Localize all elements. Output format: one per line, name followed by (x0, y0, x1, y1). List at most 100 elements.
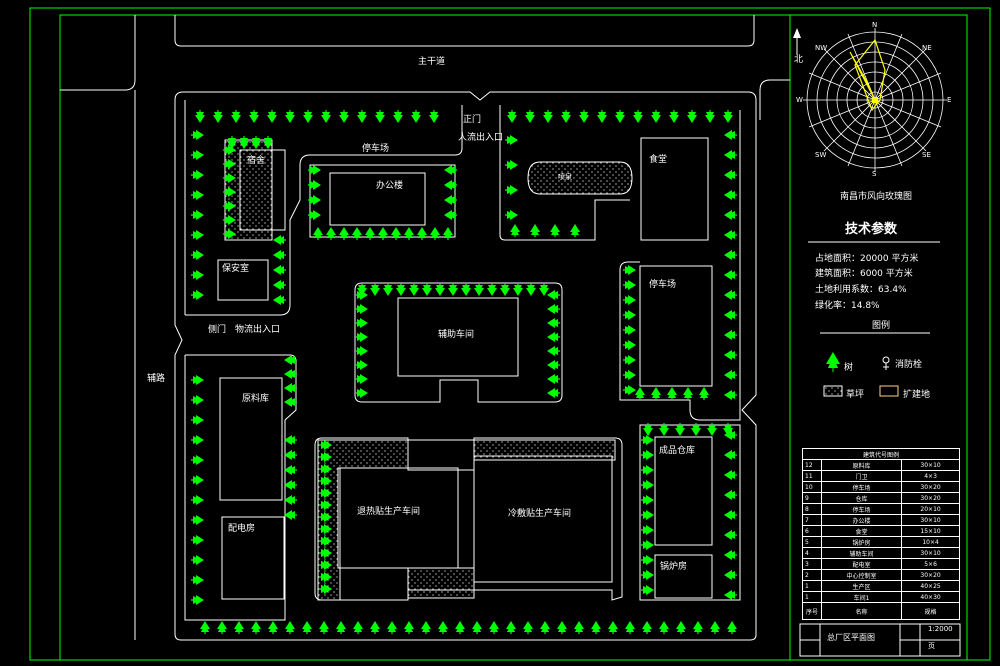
tree-icon (724, 230, 737, 240)
tree-icon (191, 290, 204, 300)
tree-icon (570, 224, 580, 237)
tree-icon (404, 227, 414, 240)
tree-icon (191, 595, 204, 605)
tree-icon (561, 110, 571, 123)
tree-icon (249, 110, 259, 123)
tree-icon (455, 621, 465, 634)
tree-icon (191, 495, 204, 505)
tree-icon (396, 283, 406, 296)
tree-icon (641, 570, 654, 580)
tree-icon (319, 560, 332, 570)
tree-icon (217, 621, 227, 634)
tree-icon (191, 515, 204, 525)
tree-icon (429, 110, 439, 123)
tree-icon (724, 330, 737, 340)
lawn-bottom (407, 567, 475, 599)
label-side-road: 辅路 (147, 374, 166, 384)
tree-icon (641, 480, 654, 490)
tree-icon (319, 524, 332, 534)
wind-rose-caption: 南昌市风向玫瑰图 (840, 192, 913, 202)
tree-icon (223, 187, 236, 197)
tree-icon (448, 283, 458, 296)
schedule-cell-spec: 30×20 (901, 481, 960, 493)
inner-road-top-right (499, 105, 630, 241)
schedule-cell-spec: 30×10 (901, 547, 960, 559)
schedule-cell-spec: 40×30 (901, 591, 960, 603)
tree-icon (267, 110, 277, 123)
tree-icon (724, 390, 737, 400)
label-fountain: 喷泉 (558, 173, 572, 181)
tree-icon (383, 283, 393, 296)
schedule-cell-spec: 15×10 (901, 525, 960, 537)
tech-line-1: 占地面积：20000 平方米 (815, 254, 919, 264)
tree-icon (510, 224, 520, 237)
compass-dir-nw: NW (815, 44, 828, 52)
schedule-cell-no: 2 (802, 569, 822, 581)
label-workshop-left: 退热贴生产车间 (357, 507, 421, 517)
legend-tree-label: 树 (844, 363, 854, 373)
tree-icon (557, 621, 567, 634)
tree-icon (391, 227, 401, 240)
tree-icon (608, 621, 618, 634)
tree-icon (191, 190, 204, 200)
tree-icon (303, 110, 313, 123)
tree-icon (273, 265, 286, 275)
tree-icon (724, 210, 737, 220)
tree-icon (724, 350, 737, 360)
tree-icon (547, 346, 560, 356)
schedule-cell-name: 门卫 (820, 470, 903, 482)
tree-icon (234, 621, 244, 634)
tree-icon (705, 110, 715, 123)
tree-icon (683, 387, 693, 400)
tree-icon (724, 170, 737, 180)
building-aux (397, 297, 519, 377)
tree-icon (676, 621, 686, 634)
compass-dir-n: N (872, 21, 878, 29)
tree-icon (355, 290, 368, 300)
compass-dir-w: W (796, 96, 803, 104)
tree-icon (355, 374, 368, 384)
tree-icon (284, 435, 297, 445)
tree-icon (191, 230, 204, 240)
tree-icon (339, 227, 349, 240)
inner-road-lower-left (184, 354, 297, 621)
tree-icon (284, 495, 297, 505)
tree-icon (641, 450, 654, 460)
schedule-cell-no: 4 (802, 547, 822, 559)
tree-icon (302, 621, 312, 634)
north-arrow-icon (793, 28, 801, 55)
tree-icon (284, 369, 297, 379)
tree-icon (213, 110, 223, 123)
drawing-sheet: 页 (928, 642, 935, 650)
tree-icon (724, 150, 737, 160)
tree-icon (355, 318, 368, 328)
tree-icon (308, 210, 321, 220)
tree-icon (615, 110, 625, 123)
tree-icon (422, 283, 432, 296)
main-road-edge (174, 15, 755, 47)
tree-icon (387, 621, 397, 634)
tree-icon (319, 440, 332, 450)
schedule-cell-no: 5 (802, 536, 822, 548)
tree-icon (308, 195, 321, 205)
tree-icon (319, 512, 332, 522)
label-power-room: 配电房 (228, 524, 256, 534)
tree-icon (724, 190, 737, 200)
tree-icon (191, 395, 204, 405)
tree-icon (724, 430, 737, 440)
wind-rose-center (872, 97, 878, 103)
schedule-cell-no: 12 (802, 459, 822, 471)
tree-icon (724, 570, 737, 580)
tree-icon (641, 510, 654, 520)
schedule-cell-name: 仓库 (820, 492, 903, 504)
tree-icon (263, 136, 273, 149)
tech-line-2: 建筑面积：6000 平方米 (815, 269, 913, 279)
tree-icon (472, 621, 482, 634)
tree-icon (284, 397, 297, 407)
schedule-cell-no: 6 (802, 525, 822, 537)
inner-road-top-left (185, 105, 463, 316)
tree-icon (308, 165, 321, 175)
